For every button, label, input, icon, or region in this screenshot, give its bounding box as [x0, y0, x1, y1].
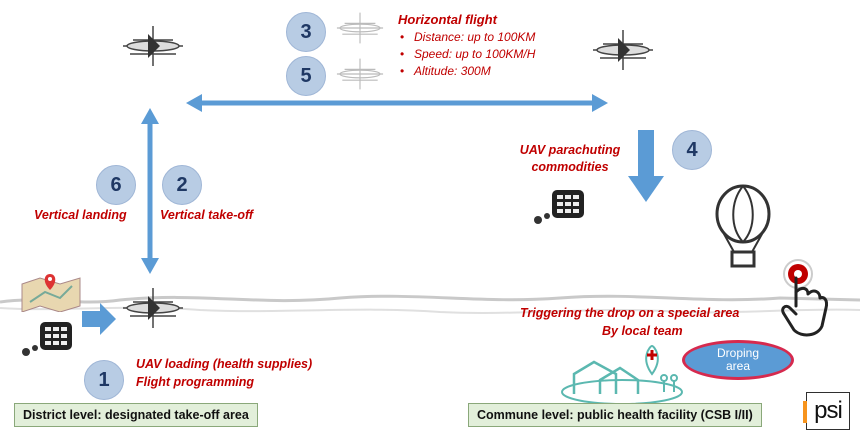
vertical-takeoff-label: Vertical take-off	[160, 208, 254, 222]
map-icon	[21, 274, 81, 312]
vertical-landing-label: Vertical landing	[34, 208, 127, 222]
trigger-line-1: Triggering the drop on a special area	[520, 306, 740, 320]
health-facility-icon	[561, 344, 683, 405]
bullet-distance: Distance: up to 100KM	[398, 29, 618, 46]
parachuting-label: UAV parachuting commodities	[519, 143, 621, 174]
commune-level-box: Commune level: public health facility (C…	[468, 403, 762, 427]
loading-line-2: Flight programming	[136, 375, 255, 389]
psi-logo: psi	[803, 392, 850, 430]
psi-logo-text: psi	[814, 397, 843, 424]
step-2-badge: 2	[162, 165, 202, 205]
step-3-badge: 3	[286, 12, 326, 52]
parachute-balloon-icon	[715, 184, 771, 268]
district-level-box: District level: designated take-off area	[14, 403, 258, 427]
load-arrow	[82, 311, 100, 327]
horizontal-flight-title: Horizontal flight	[398, 12, 497, 27]
trigger-line-2: By local team	[602, 324, 683, 338]
remote-control-icon	[22, 322, 72, 356]
step-4-badge: 4	[672, 130, 712, 170]
remote-control-icon	[534, 190, 584, 224]
step-1-badge: 1	[84, 360, 124, 400]
press-button-icon	[781, 259, 828, 337]
down-arrow	[638, 130, 654, 176]
logo-accent	[803, 401, 807, 423]
drone-icon	[123, 288, 183, 328]
horizontal-flight-block: Horizontal flight Distance: up to 100KM …	[398, 12, 618, 80]
droping-area-label: Droping area	[716, 346, 760, 373]
drone-icon	[123, 26, 183, 66]
drone-ghost-icon	[336, 58, 384, 90]
step-6-badge: 6	[96, 165, 136, 205]
loading-line-1: UAV loading (health supplies)	[136, 357, 313, 371]
horizontal-flight-list: Distance: up to 100KM Speed: up to 100KM…	[398, 29, 618, 80]
step-5-badge: 5	[286, 56, 326, 96]
drone-ghost-icon	[336, 12, 384, 44]
bullet-altitude: Altitude: 300M	[398, 63, 618, 80]
bullet-speed: Speed: up to 100KM/H	[398, 46, 618, 63]
droping-area-badge: Droping area	[682, 340, 794, 380]
